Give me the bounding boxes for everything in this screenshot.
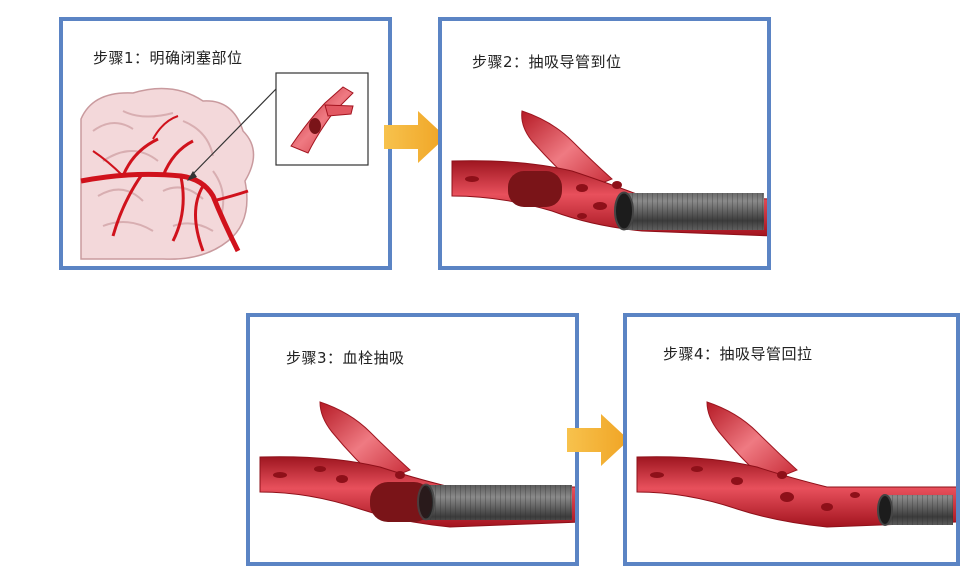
brain-illustration <box>63 21 388 266</box>
step3-to-step4-arrow <box>567 414 631 466</box>
step1-panel: 步骤1：明确闭塞部位 <box>59 17 392 270</box>
step2-panel: 步骤2：抽吸导管到位 <box>438 17 771 270</box>
step3-vessel-illustration <box>250 317 575 562</box>
step3-panel: 步骤3：血栓抽吸 <box>246 313 579 566</box>
step2-vessel-illustration <box>442 21 767 266</box>
step4-panel: 步骤4：抽吸导管回拉 <box>623 313 960 566</box>
step4-vessel-illustration <box>627 317 956 562</box>
